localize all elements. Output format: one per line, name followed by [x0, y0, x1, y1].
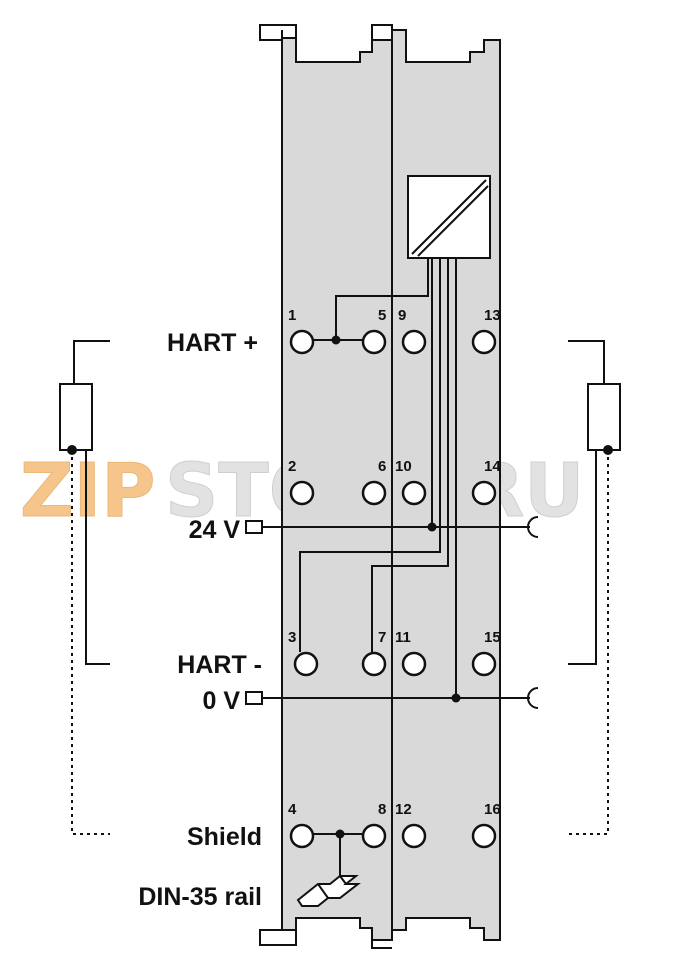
terminal-7 — [361, 651, 387, 677]
terminal-number-13: 13 — [484, 307, 501, 324]
terminal-number-12: 12 — [395, 801, 412, 818]
label-0v: 0 V — [202, 687, 240, 715]
side-labels: HART + 24 V HART - 0 V Shield DIN-35 rai… — [138, 329, 262, 911]
terminals — [289, 329, 497, 849]
terminal-16 — [471, 823, 497, 849]
terminal-14 — [471, 480, 497, 506]
terminal-number-11: 11 — [395, 629, 411, 646]
din-rail-icon — [296, 875, 361, 907]
terminal-number-14: 14 — [484, 458, 501, 475]
terminal-number-2: 2 — [288, 458, 296, 475]
terminal-number-6: 6 — [378, 458, 386, 475]
terminal-number-15: 15 — [484, 629, 501, 646]
terminal-number-10: 10 — [395, 458, 412, 475]
terminal-12 — [401, 823, 427, 849]
junction-dots — [331, 335, 461, 839]
terminal-6 — [361, 480, 387, 506]
terminal-10 — [401, 480, 427, 506]
terminal-number-4: 4 — [288, 801, 297, 818]
terminal-15 — [471, 651, 497, 677]
terminal-3 — [293, 651, 319, 677]
isolator-block — [407, 175, 491, 259]
terminal-5 — [361, 329, 387, 355]
terminal-13 — [471, 329, 497, 355]
right-field-device — [568, 340, 621, 835]
power-rails — [245, 516, 539, 709]
terminal-number-3: 3 — [288, 629, 296, 646]
terminal-9 — [401, 329, 427, 355]
terminal-number-5: 5 — [378, 307, 386, 324]
terminal-4 — [289, 823, 315, 849]
terminal-8 — [361, 823, 387, 849]
label-24v: 24 V — [189, 516, 241, 544]
terminal-2 — [289, 480, 315, 506]
terminal-number-1: 1 — [288, 307, 296, 324]
terminal-number-7: 7 — [378, 629, 386, 646]
label-din-rail: DIN-35 rail — [138, 883, 262, 911]
terminal-11 — [401, 651, 427, 677]
label-hart-plus: HART + — [167, 329, 258, 357]
terminal-number-8: 8 — [378, 801, 386, 818]
internal-wiring — [299, 258, 457, 878]
terminal-numbers: 1 5 9 13 2 6 10 14 3 7 11 15 4 8 12 16 — [288, 307, 501, 818]
watermark-zip: ZIP — [20, 448, 155, 534]
left-field-device — [59, 340, 110, 835]
terminal-1 — [289, 329, 315, 355]
label-hart-minus: HART - — [177, 651, 262, 679]
terminal-number-9: 9 — [398, 307, 406, 324]
label-shield: Shield — [187, 823, 262, 851]
terminal-number-16: 16 — [484, 801, 501, 818]
